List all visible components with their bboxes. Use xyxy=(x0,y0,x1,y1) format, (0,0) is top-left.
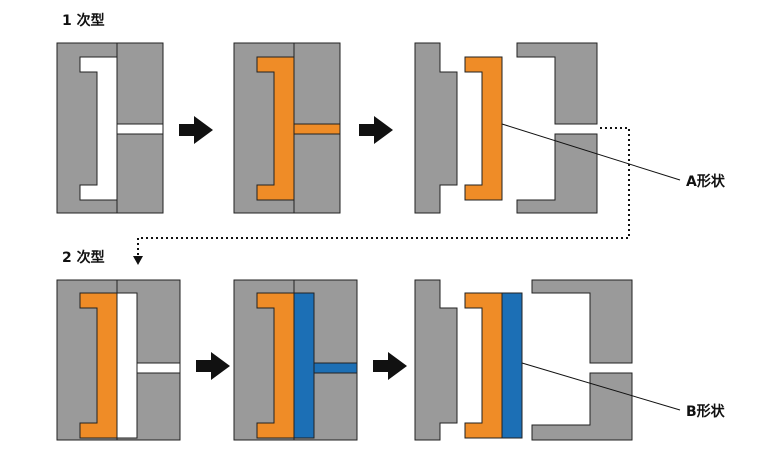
mold-step-1 xyxy=(56,42,164,214)
callout-a-leader xyxy=(501,123,681,181)
callout-b-leader xyxy=(521,362,681,411)
shape-b-blue-part xyxy=(501,292,523,439)
mold-step-3-open xyxy=(414,42,598,214)
arrow-2 xyxy=(359,116,393,144)
mold-step-4 xyxy=(56,279,181,441)
second-runner-gate xyxy=(136,362,181,374)
runner-gate xyxy=(116,123,164,135)
mold-right-half-open xyxy=(531,279,633,364)
shape-b-orange-part xyxy=(464,292,503,439)
second-runner-gate-filled xyxy=(313,362,358,374)
cavity xyxy=(79,56,118,201)
mold-right-half-open-lower xyxy=(531,372,633,441)
runner-gate-filled xyxy=(293,123,341,135)
arrow-1 xyxy=(179,116,213,144)
stage-2-label: 2 次型 xyxy=(62,249,105,266)
stage-1-label: 1 次型 xyxy=(62,12,105,29)
mold-right-half-open-lower xyxy=(516,133,598,214)
callout-a-label: A形状 xyxy=(686,173,726,190)
transfer-dotted-path xyxy=(137,127,630,258)
shape-a-part xyxy=(464,56,503,201)
transfer-arrowhead xyxy=(133,256,143,265)
mold-step-6-open xyxy=(414,279,633,441)
arrow-4 xyxy=(373,352,407,380)
mold-step-5 xyxy=(233,279,358,441)
mold-left-half-open xyxy=(414,279,458,441)
first-shot-part xyxy=(256,56,295,201)
second-shot-part xyxy=(293,292,315,439)
mold-right-half-open xyxy=(516,42,598,125)
callout-b-label: B形状 xyxy=(686,403,726,420)
second-cavity xyxy=(116,292,138,439)
mold-step-2 xyxy=(233,42,341,214)
arrow-3 xyxy=(196,352,230,380)
mold-left-half-open xyxy=(414,42,458,214)
